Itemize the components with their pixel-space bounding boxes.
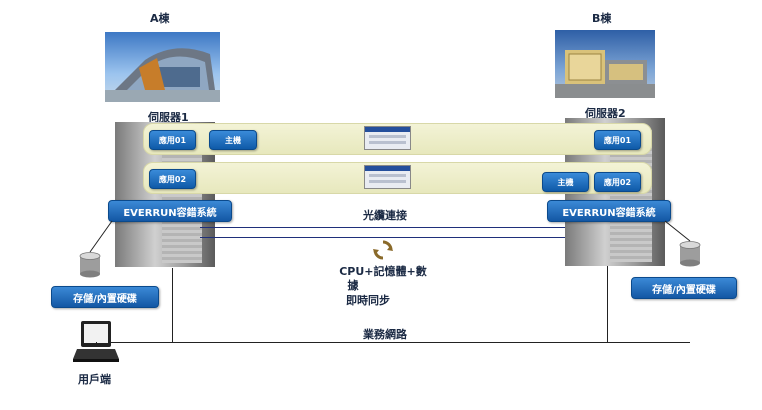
building-a-image (105, 32, 220, 102)
server1-app02-button[interactable]: 應用02 (149, 169, 196, 189)
everrun-system-left[interactable]: EVERRUN容錯系統 (108, 200, 232, 222)
server2-label: 伺服器2 (585, 107, 626, 120)
business-network-label: 業務網路 (363, 328, 407, 341)
storage-right-label[interactable]: 存儲/內置硬碟 (631, 277, 737, 299)
sync-label-line3: 即時同步 (346, 294, 390, 307)
fiber-connection-label: 光纜連接 (363, 209, 407, 222)
laptop-icon (73, 319, 119, 363)
sync-icon (372, 239, 394, 261)
server2-app01-button[interactable]: 應用01 (594, 130, 641, 150)
server1-host-button[interactable]: 主機 (209, 130, 257, 150)
everrun-system-right[interactable]: EVERRUN容錯系統 (547, 200, 671, 222)
building-a-label: A棟 (150, 12, 170, 25)
server2-app02-button[interactable]: 應用02 (594, 172, 641, 192)
app01-screenshot (364, 126, 411, 150)
fiber-line-top (200, 227, 565, 228)
storage-left-icon (79, 252, 101, 278)
server1-front-panel (162, 135, 202, 263)
server1-network-line (172, 268, 173, 342)
building-b-image (555, 30, 655, 98)
building-b-label: B棟 (592, 12, 612, 25)
server1-label: 伺服器1 (148, 111, 189, 124)
sync-label-line2: 據 (347, 279, 359, 292)
sync-label-line1: CPU+記憶體+數 (339, 265, 427, 278)
server1-app01-button[interactable]: 應用01 (149, 130, 196, 150)
business-network-line (110, 342, 690, 343)
fiber-line-bottom (200, 237, 565, 238)
client-label: 用戶端 (78, 373, 111, 386)
server2-network-line (607, 266, 608, 342)
client-network-stub (96, 342, 97, 343)
storage-right-icon (679, 241, 701, 267)
app02-screenshot (364, 165, 411, 189)
server2-host-button[interactable]: 主機 (542, 172, 589, 192)
storage-left-label[interactable]: 存儲/內置硬碟 (51, 286, 159, 308)
